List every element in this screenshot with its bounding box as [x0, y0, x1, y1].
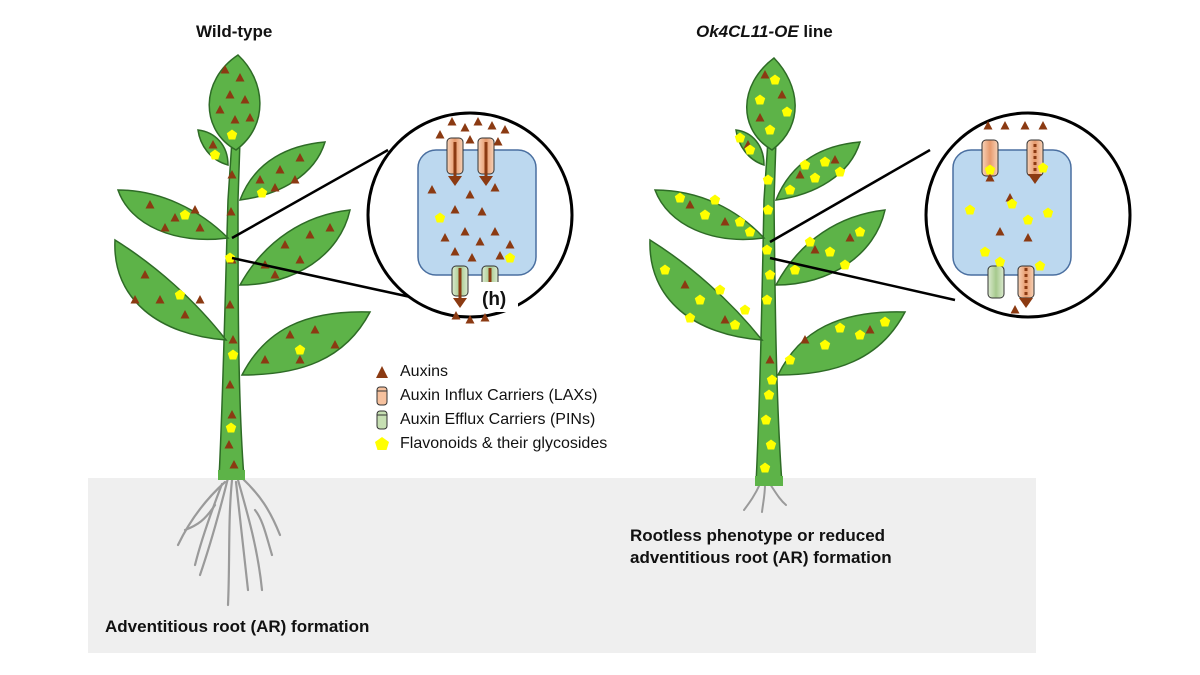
legend-item-flavonoids: Flavonoids & their glycosides: [370, 432, 690, 456]
legend-label: Auxin Efflux Carriers (PINs): [400, 411, 596, 428]
overexpression-cell-zoom: [924, 111, 1132, 319]
overexpression-caption-line1: Rootless phenotype or reduced: [630, 526, 886, 545]
legend: Auxins Auxin Influx Carriers (LAXs) Auxi…: [370, 360, 690, 456]
overexpression-title-suffix: line: [798, 22, 833, 41]
auxin-triangle-icon: [370, 361, 394, 383]
legend-label: Auxin Influx Carriers (LAXs): [400, 387, 598, 404]
legend-item-influx: Auxin Influx Carriers (LAXs): [370, 384, 690, 408]
overexpression-roots: [743, 483, 787, 513]
wild-type-cell-zoom: [366, 111, 574, 324]
legend-label: Flavonoids & their glycosides: [400, 435, 608, 452]
influx-carrier-icon: [370, 385, 394, 407]
overexpression-caption-line2: adventitious root (AR) formation: [630, 548, 892, 567]
legend-item-efflux: Auxin Efflux Carriers (PINs): [370, 408, 690, 432]
overexpression-title: Ok4CL11-OE line: [696, 22, 833, 42]
wild-type-roots: [176, 476, 282, 607]
overexpression-caption: Rootless phenotype or reduced adventitio…: [630, 525, 892, 569]
wild-type-title: Wild-type: [196, 22, 273, 41]
overexpression-gene-name: Ok4CL11-OE: [696, 22, 799, 41]
flavonoid-pentagon-icon: [370, 433, 394, 455]
wild-type-plant: [114, 54, 372, 607]
legend-label: Auxins: [400, 363, 449, 380]
legend-item-auxins: Auxins: [370, 360, 690, 384]
panel-tag: (h): [482, 289, 506, 310]
efflux-carrier-icon: [370, 409, 394, 431]
overexpression-plant: [649, 57, 907, 513]
wild-type-caption: Adventitious root (AR) formation: [105, 617, 370, 636]
